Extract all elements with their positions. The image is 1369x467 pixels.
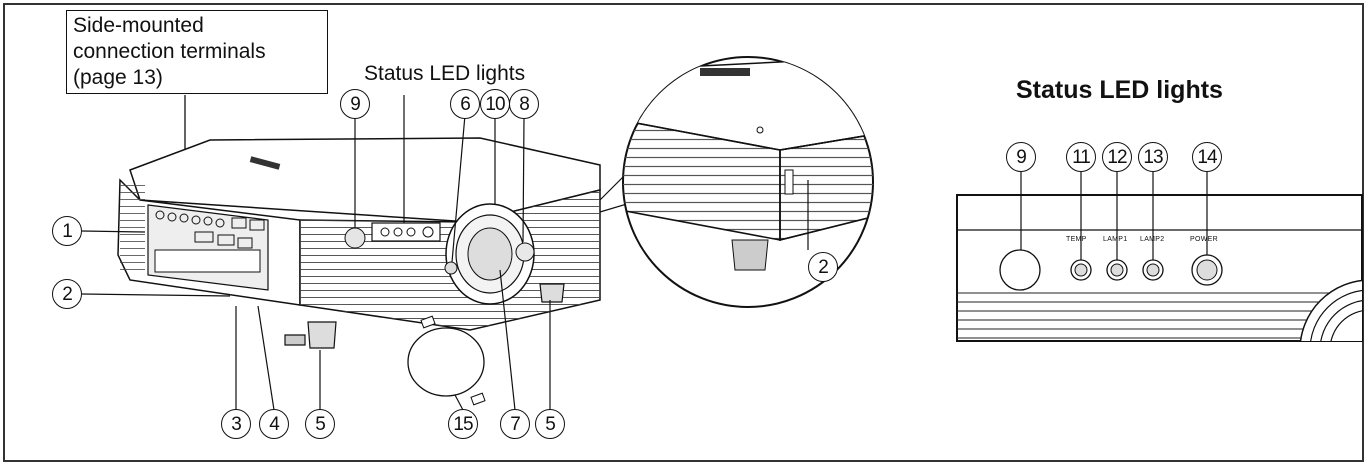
connection-terminals-label: Side-mounted connection terminals (page … <box>66 10 328 94</box>
callout-14: 14 <box>1192 142 1222 172</box>
callout-15: 15 <box>448 409 478 439</box>
callout-9: 9 <box>340 89 370 119</box>
callout-12: 12 <box>1102 142 1132 172</box>
callout-11: 11 <box>1066 142 1096 172</box>
callout-1: 1 <box>52 216 82 246</box>
callout-7: 7 <box>500 409 530 439</box>
callout-4: 4 <box>259 409 289 439</box>
projector-top <box>129 137 601 223</box>
power-label: POWER <box>1190 236 1218 243</box>
lens-cap <box>407 327 485 397</box>
callout-2: 2 <box>52 279 82 309</box>
lamp1-label: LAMP1 <box>1103 236 1128 243</box>
callout-9b: 9 <box>1006 142 1036 172</box>
callout-10: 10 <box>480 89 510 119</box>
callout-6: 6 <box>450 89 480 119</box>
leader-lines <box>81 95 641 411</box>
label-line-3: (page 13) <box>73 66 163 89</box>
callout-5b: 5 <box>535 409 565 439</box>
status-led-caption: Status LED lights <box>364 62 526 85</box>
lamp2-label: LAMP2 <box>1140 236 1165 243</box>
callout-2b: 2 <box>808 252 838 282</box>
status-led-heading: Status LED lights <box>1016 76 1223 104</box>
callout-13: 13 <box>1138 142 1168 172</box>
callout-5: 5 <box>305 409 335 439</box>
callout-3: 3 <box>221 409 251 439</box>
temp-label: TEMP <box>1066 236 1087 243</box>
callout-8: 8 <box>509 89 539 119</box>
label-line-1: Side-mounted <box>73 14 204 37</box>
label-line-2: connection terminals <box>73 40 266 63</box>
